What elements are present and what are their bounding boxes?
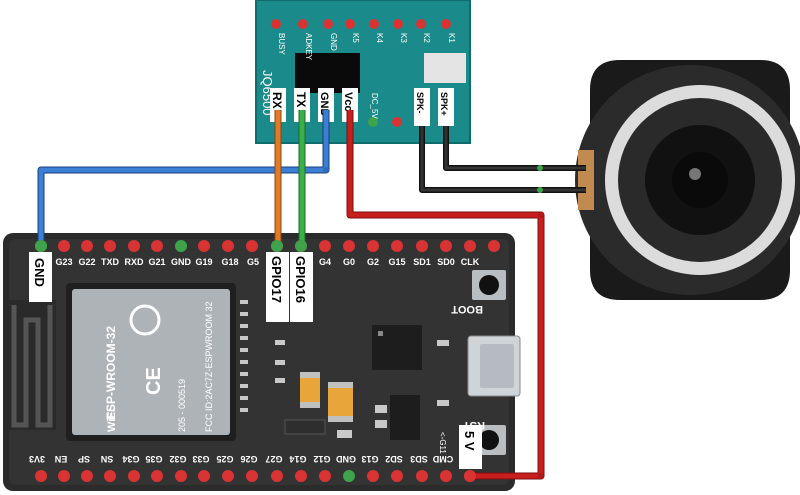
module-title: ESP-WROOM-32	[104, 326, 118, 420]
mp3-pin-k5: K5	[351, 33, 360, 43]
pin-label-g21: G21	[148, 257, 165, 267]
pin-label-g23: G23	[55, 257, 72, 267]
pin-label-txd: TXD	[101, 257, 120, 267]
mp3-pin-adkey: ADKEY	[304, 33, 313, 61]
pin-label-en: EN	[55, 454, 68, 464]
pin-label-sd3: SD3	[410, 454, 428, 464]
mp3-pin-vcc: Vcc	[342, 92, 354, 112]
esp32-bottom-pin-labels: 3V3 EN SP SN G34 G35 G32 G33 G25 G26 G27…	[29, 454, 453, 464]
pin-label-g2: G2	[367, 257, 379, 267]
esp32-bottom-pins	[35, 470, 476, 482]
smd-components	[275, 325, 449, 440]
boot-button[interactable]: BOOT	[451, 270, 506, 315]
mp3-dc5v-label: DC_5V	[370, 93, 379, 119]
mp3-pin-k3: K3	[399, 33, 408, 43]
pin-label-g32: G32	[169, 454, 186, 464]
wire-spk-plus	[443, 126, 586, 171]
pin-label-gnd-bottom: GND	[336, 454, 357, 464]
pin-label-g14: G14	[289, 454, 306, 464]
pin-label-cmd: CMD	[432, 454, 453, 464]
mp3-pin-spk-minus: SPK-	[415, 92, 425, 114]
mp3-pin-k4: K4	[375, 33, 384, 43]
svg-text:GPIO17: GPIO17	[269, 256, 284, 303]
esp32-board: ESP-WROOM-32 205 - 000519 FCC ID:2AC7Z-E…	[3, 233, 521, 491]
speaker-terminal	[578, 150, 594, 210]
module-pad	[424, 53, 466, 83]
pin-label-sp: SP	[78, 454, 90, 464]
pin-label-rxd: RXD	[124, 257, 144, 267]
pin-label-3v3: 3V3	[29, 454, 45, 464]
pin-label-sd2: SD2	[385, 454, 403, 464]
svg-text:5 V: 5 V	[462, 431, 477, 451]
mp3-pin-spk-plus: SPK+	[439, 92, 449, 116]
wire-gnd	[37, 110, 330, 246]
pin-label-g33: G33	[192, 454, 209, 464]
espressif-logo-icon	[129, 304, 161, 336]
esp32-tag-gnd: GND	[29, 252, 52, 302]
pin-label-g34: G34	[122, 454, 139, 464]
mp3-pin-tx: TX	[294, 92, 308, 107]
pin-label-g19: G19	[195, 257, 212, 267]
ce-mark-icon: CE	[143, 367, 165, 395]
wifi-logo-icon: WiFi	[106, 409, 118, 432]
esp32-tag-gpio17: GPIO17	[266, 252, 289, 322]
pin-label-g12: G12	[313, 454, 330, 464]
esp32-tag-gpio16: GPIO16	[290, 252, 313, 322]
pin-label-g13: G13	[361, 454, 378, 464]
usb-connector	[467, 335, 521, 397]
esp32-top-pin-labels: G23 G22 TXD RXD G21 GND G19 G18 G5 G4 G0…	[55, 257, 479, 267]
pin-label-g15: G15	[388, 257, 405, 267]
pin-label-g22: G22	[78, 257, 95, 267]
module-fcc: FCC ID:2AC7Z-ESPWROOM 32	[204, 301, 214, 432]
gnd-arrow-label: <-G11	[438, 432, 447, 454]
mp3-chip	[295, 53, 360, 93]
esp32-tag-5v: 5 V	[459, 425, 482, 469]
pin-label-g27: G27	[265, 454, 282, 464]
pcb-antenna	[6, 300, 56, 430]
esp-wroom-module: ESP-WROOM-32 205 - 000519 FCC ID:2AC7Z-E…	[66, 283, 236, 441]
pin-label-g35: G35	[145, 454, 162, 464]
module-pads	[240, 300, 248, 412]
mp3-pin-gnd-top: GND	[329, 33, 338, 51]
pin-label-g18: G18	[221, 257, 238, 267]
pin-label-sd0: SD0	[437, 257, 455, 267]
pin-label-g26: G26	[240, 454, 257, 464]
pin-label-g5: G5	[247, 257, 259, 267]
wire-spk-minus	[419, 126, 586, 193]
pin-label-g4: G4	[319, 257, 331, 267]
wire-vcc	[346, 110, 545, 480]
speaker	[575, 60, 800, 300]
pin-label-clk: CLK	[461, 257, 480, 267]
svg-text:GPIO16: GPIO16	[293, 256, 308, 303]
mp3-pin-k2: K2	[422, 33, 431, 43]
pin-label-sd1: SD1	[413, 257, 431, 267]
pin-label-g0: G0	[343, 257, 355, 267]
mp3-pin-busy: BUSY	[277, 33, 286, 55]
jq6500-module: JQ6500 BUSY ADKEY GND K5 K4 K3 K2 K1 RX …	[255, 0, 471, 144]
pin-label-gnd: GND	[171, 257, 192, 267]
svg-text:GND: GND	[32, 258, 47, 287]
boot-label: BOOT	[451, 303, 483, 315]
pin-label-g25: G25	[216, 454, 233, 464]
mp3-pin-k1: K1	[447, 33, 456, 43]
pin-label-sn: SN	[101, 454, 114, 464]
module-id: 205 - 000519	[177, 379, 187, 432]
mp3-pin-rx: RX	[270, 92, 284, 109]
